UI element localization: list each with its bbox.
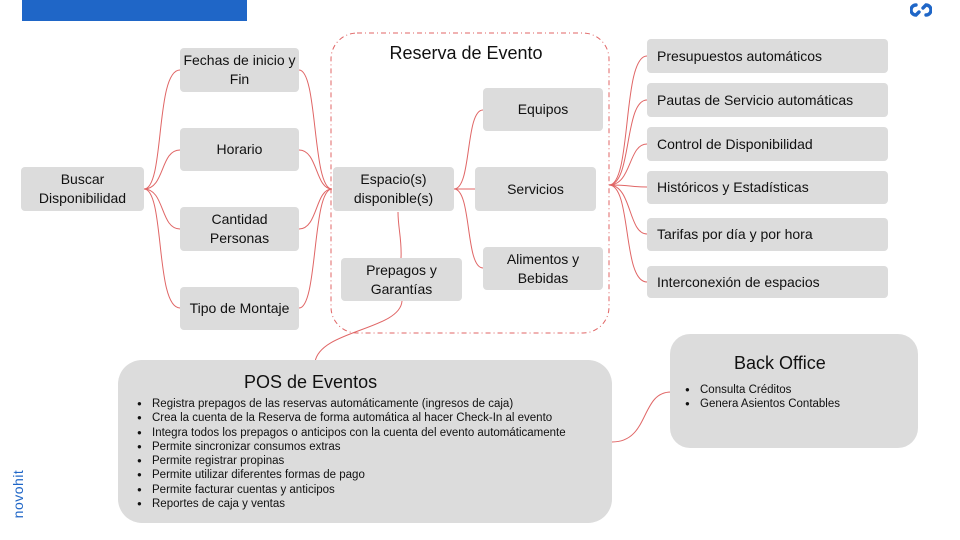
back-office-panel: Back Office Consulta Créditos Genera Asi… bbox=[670, 334, 918, 448]
list-item: Permite utilizar diferentes formas de pa… bbox=[136, 468, 612, 483]
list-item: Crea la cuenta de la Reserva de forma au… bbox=[136, 411, 612, 426]
criteria-label: Cantidad Personas bbox=[209, 211, 270, 246]
list-item: Registra prepagos de las reservas automá… bbox=[136, 397, 612, 412]
link-montaje-space bbox=[298, 188, 333, 309]
link-cantidad-space bbox=[298, 188, 333, 230]
link-space-equipos bbox=[453, 109, 484, 190]
feature-label: Control de Disponibilidad bbox=[657, 135, 813, 152]
criteria-node-montaje: Tipo de Montaje bbox=[180, 287, 299, 330]
pos-eventos-title: POS de Eventos bbox=[244, 372, 378, 392]
list-item: Consulta Créditos bbox=[684, 383, 918, 398]
link-search-horario bbox=[143, 149, 181, 190]
link-horario-space bbox=[298, 149, 333, 190]
reserva-title: Reserva de Evento bbox=[389, 43, 543, 63]
feature-label: Históricos y Estadísticas bbox=[657, 179, 809, 195]
resource-label: Alimentos y Bebidas bbox=[506, 250, 580, 286]
pos-feature-list: Registra prepagos de las reservas automá… bbox=[136, 397, 612, 512]
feature-item: Interconexión de espacios bbox=[647, 266, 888, 298]
pos-eventos-panel: POS de Eventos Registra prepagos de las … bbox=[118, 360, 612, 523]
feature-item: Históricos y Estadísticas bbox=[647, 171, 888, 204]
list-item: Permite facturar cuentas y anticipos bbox=[136, 483, 612, 498]
feature-item: Tarifas por día y por hora bbox=[647, 218, 888, 251]
link-search-montaje bbox=[143, 188, 181, 309]
prepagos-label: Prepagos y Garantías bbox=[366, 261, 437, 297]
link-search-fechas bbox=[143, 69, 181, 190]
resource-node-equipos: Equipos bbox=[483, 88, 603, 131]
link-servicios-f3 bbox=[608, 143, 648, 186]
link-servicios-f2 bbox=[608, 99, 648, 186]
espacio-disponible-label: Espacio(s) disponible(s) bbox=[353, 171, 434, 206]
feature-label: Presupuestos automáticos bbox=[657, 47, 822, 64]
link-prepagos-pos bbox=[314, 300, 403, 363]
feature-label: Tarifas por día y por hora bbox=[657, 226, 813, 242]
resource-node-alimentos: Alimentos y Bebidas bbox=[483, 247, 603, 290]
link-servicios-f5 bbox=[608, 184, 648, 235]
list-item: Permite sincronizar consumos extras bbox=[136, 440, 612, 455]
resource-label: Equipos bbox=[517, 101, 569, 117]
espacio-disponible-node: Espacio(s) disponible(s) bbox=[333, 167, 454, 211]
prepagos-node: Prepagos y Garantías bbox=[341, 258, 462, 301]
buscar-disponibilidad-label: Buscar Disponibilidad bbox=[38, 171, 127, 206]
resource-node-servicios: Servicios bbox=[475, 167, 596, 211]
list-item: Reportes de caja y ventas bbox=[136, 497, 612, 512]
reserva-frame bbox=[330, 32, 610, 334]
brand-logo-icon bbox=[910, 3, 932, 17]
feature-label: Interconexión de espacios bbox=[657, 273, 820, 290]
criteria-label: Fechas de inicio y Fin bbox=[183, 52, 296, 87]
feature-item: Pautas de Servicio automáticas bbox=[647, 83, 888, 117]
link-servicios-f1 bbox=[608, 55, 648, 186]
back-office-list: Consulta Créditos Genera Asientos Contab… bbox=[684, 383, 918, 412]
resource-label: Servicios bbox=[507, 180, 564, 197]
criteria-node-cantidad: Cantidad Personas bbox=[180, 207, 299, 251]
link-fechas-space bbox=[298, 69, 333, 190]
link-servicios-f4 bbox=[608, 184, 648, 188]
feature-label: Pautas de Servicio automáticas bbox=[657, 91, 854, 108]
list-item: Permite registrar propinas bbox=[136, 454, 612, 469]
list-item: Genera Asientos Contables bbox=[684, 397, 918, 412]
feature-item: Presupuestos automáticos bbox=[647, 39, 888, 73]
list-item: Integra todos los prepagos o anticipos c… bbox=[136, 426, 612, 441]
link-space-prepagos bbox=[397, 211, 402, 259]
criteria-label: Horario bbox=[216, 141, 263, 157]
link-search-cantidad bbox=[143, 188, 181, 230]
link-servicios-f6 bbox=[608, 184, 648, 283]
link-pos-backoffice bbox=[611, 391, 672, 443]
link-space-alimentos bbox=[453, 188, 484, 269]
top-accent-bar bbox=[22, 0, 247, 21]
criteria-node-fechas: Fechas de inicio y Fin bbox=[180, 48, 299, 92]
buscar-disponibilidad-node: Buscar Disponibilidad bbox=[21, 167, 144, 211]
criteria-node-horario: Horario bbox=[180, 128, 299, 171]
feature-item: Control de Disponibilidad bbox=[647, 127, 888, 161]
back-office-title: Back Office bbox=[734, 353, 826, 373]
criteria-label: Tipo de Montaje bbox=[189, 300, 290, 316]
